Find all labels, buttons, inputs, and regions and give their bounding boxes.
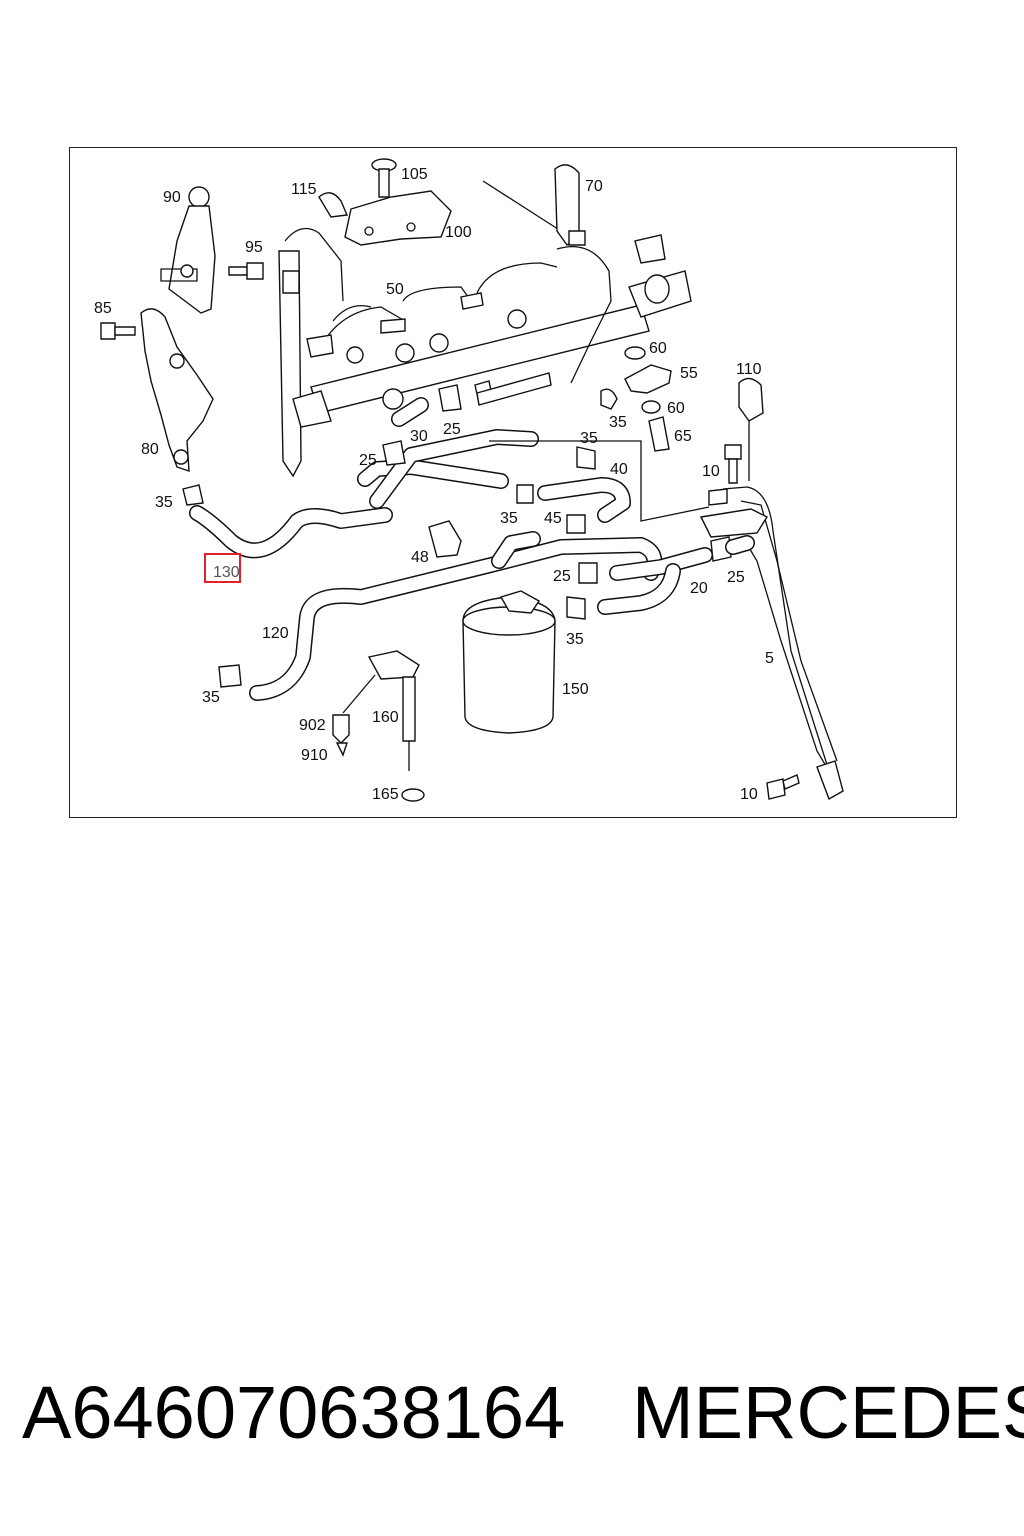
bolt-part-10b	[766, 774, 800, 800]
label-70: 70	[585, 178, 603, 195]
clamp-part-45	[566, 514, 586, 534]
clamp-part-35a	[600, 388, 618, 410]
label-910: 910	[301, 747, 328, 764]
cable-tie-part-70	[482, 164, 586, 247]
bolt-part-10a	[724, 444, 742, 484]
clamp-part-35b	[576, 446, 596, 470]
label-85: 85	[94, 300, 112, 317]
label-25b: 25	[359, 452, 377, 469]
label-95: 95	[245, 239, 263, 256]
label-35c: 35	[155, 494, 173, 511]
part-labels: 90 95 85 80 115 105 100 70 50 60 55 110 …	[94, 166, 774, 803]
label-35f: 35	[566, 631, 584, 648]
bracket-part-90	[160, 186, 216, 314]
label-50: 50	[386, 281, 404, 298]
leader-lines	[489, 421, 750, 522]
hose-part-20	[597, 547, 713, 615]
label-35d: 35	[500, 510, 518, 527]
bracket-part-80	[140, 308, 214, 472]
fuel-filter-part-150	[462, 590, 556, 734]
clamp-part-35c	[516, 484, 534, 504]
seal-ring-part-165	[401, 788, 425, 802]
washer-part-60a	[624, 346, 646, 360]
injector-part	[278, 227, 344, 478]
label-5: 5	[765, 650, 774, 667]
label-65: 65	[674, 428, 692, 445]
washer-part-60b	[641, 400, 661, 414]
label-115: 115	[291, 181, 317, 198]
parts-diagram-frame: 90 95 85 80 115 105 100 70 50 60 55 110 …	[69, 147, 957, 818]
bolt-part-85	[100, 322, 136, 340]
label-60b: 60	[667, 400, 685, 417]
label-120: 120	[262, 625, 289, 642]
clamp-part-35d	[182, 484, 204, 506]
sensor-part-160	[342, 650, 420, 771]
bolt-part-95	[228, 262, 264, 280]
clip-part-48	[428, 520, 462, 558]
label-10a: 10	[702, 463, 720, 480]
bolt-part-105	[371, 158, 397, 198]
label-150: 150	[562, 681, 589, 698]
fuel-line-part-5	[699, 486, 844, 801]
label-30: 30	[410, 428, 428, 445]
pin-part-910	[335, 742, 348, 757]
label-35b: 35	[580, 430, 598, 447]
fitting-part-55	[624, 364, 672, 394]
hose-part-30	[391, 397, 429, 427]
fuel-system-diagram: 90 95 85 80 115 105 100 70 50 60 55 110 …	[94, 158, 844, 803]
label-110: 110	[736, 361, 762, 378]
label-25a: 25	[443, 421, 461, 438]
label-40: 40	[610, 461, 628, 478]
label-902: 902	[299, 717, 326, 734]
highlight-box-130	[204, 553, 241, 583]
plate-part-100	[344, 190, 452, 246]
clamp-part-25d	[710, 535, 755, 562]
label-25d: 25	[727, 569, 745, 586]
product-caption: A646070638164 MERCEDES	[0, 1370, 1024, 1480]
clamp-part-35e	[218, 664, 242, 688]
label-130-highlighted: 130	[213, 564, 240, 581]
injector-lines-part-50	[306, 245, 612, 384]
plug-part-902	[332, 714, 350, 744]
clip-part-115	[318, 192, 349, 218]
hose-part-120	[249, 531, 663, 701]
label-35a: 35	[609, 414, 627, 431]
label-80: 80	[141, 441, 159, 458]
clamp-part-25c	[578, 562, 598, 584]
label-10b: 10	[740, 786, 758, 803]
clamp-part-25b	[382, 440, 406, 466]
label-165: 165	[372, 786, 399, 803]
banjo-bolt-part-65	[648, 416, 670, 452]
connector-part	[476, 372, 552, 406]
label-45: 45	[544, 510, 562, 527]
part-number: A646070638164	[22, 1371, 566, 1454]
label-90: 90	[163, 189, 181, 206]
label-20: 20	[690, 580, 708, 597]
hose-part-130	[189, 505, 393, 559]
brand-name: MERCEDES	[632, 1371, 1024, 1454]
label-105: 105	[401, 166, 428, 183]
label-25c: 25	[553, 568, 571, 585]
fuel-rail-part	[292, 234, 692, 428]
hose-part-40	[357, 429, 631, 523]
label-100: 100	[445, 224, 472, 241]
label-55: 55	[680, 365, 698, 382]
label-160: 160	[372, 709, 399, 726]
clip-part-110	[738, 377, 764, 422]
label-60a: 60	[649, 340, 667, 357]
label-48: 48	[411, 549, 429, 566]
clamp-part-35f	[566, 596, 586, 620]
label-35e: 35	[202, 689, 220, 706]
